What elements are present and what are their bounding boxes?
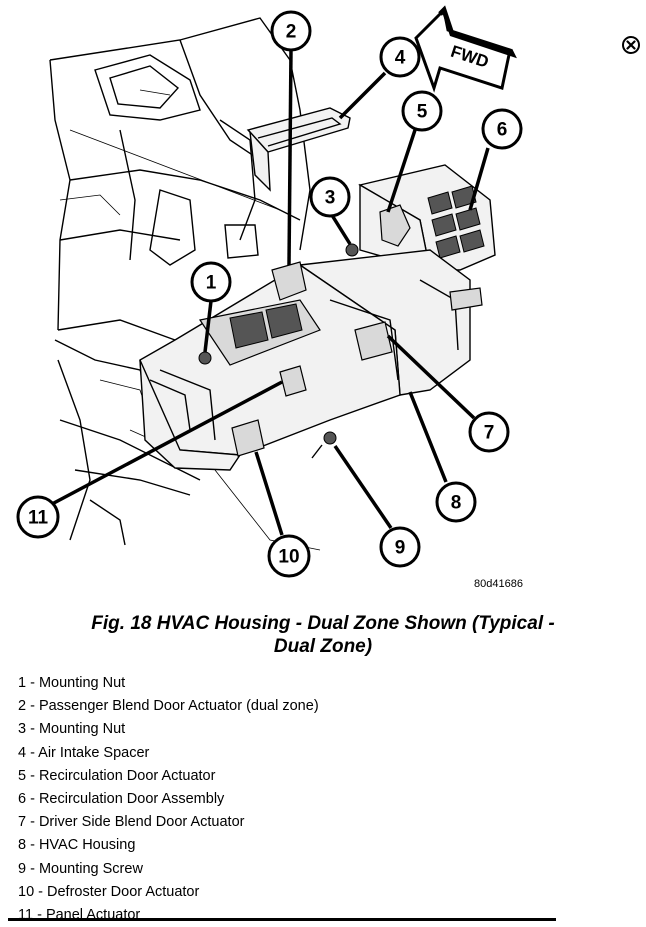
defroster-door-actuator — [231, 419, 265, 457]
close-circle-icon[interactable] — [621, 35, 641, 55]
callout-6: 6 — [481, 108, 523, 150]
caption-line-1: Fig. 18 HVAC Housing - Dual Zone Shown (… — [91, 613, 555, 634]
legend-item: 11 - Panel Actuator — [18, 907, 141, 924]
mounting-nut-1 — [198, 351, 212, 365]
legend-item: 9 - Mounting Screw — [18, 860, 143, 877]
svg-text:5: 5 — [417, 102, 428, 123]
legend-item: 2 - Passenger Blend Door Actuator (dual … — [18, 698, 319, 715]
panel-actuator — [279, 365, 307, 397]
callout-8: 8 — [435, 481, 477, 523]
legend-item: 7 - Driver Side Blend Door Actuator — [18, 814, 245, 831]
svg-text:6: 6 — [497, 120, 508, 141]
callout-2: 2 — [270, 10, 312, 52]
mounting-nut-3 — [345, 243, 359, 257]
callout-5: 5 — [401, 90, 443, 132]
bottom-rule — [8, 918, 556, 921]
callout-11: 11 — [16, 495, 60, 539]
svg-text:2: 2 — [286, 22, 297, 43]
svg-text:1: 1 — [206, 273, 217, 294]
figure-caption: Fig. 18 HVAC Housing - Dual Zone Shown (… — [0, 612, 646, 658]
parts-legend: 1 - Mounting Nut 2 - Passenger Blend Doo… — [18, 672, 319, 927]
legend-item: 1 - Mounting Nut — [18, 675, 126, 691]
forward-direction-arrow: FWD — [414, 5, 517, 93]
svg-text:11: 11 — [28, 508, 49, 529]
svg-text:4: 4 — [395, 48, 406, 69]
air-intake-spacer — [246, 107, 351, 192]
legend-item: 5 - Recirculation Door Actuator — [18, 767, 216, 784]
figure-code: 80d41686 — [474, 578, 523, 590]
caption-line-2: Dual Zone) — [273, 636, 373, 657]
legend-item: 6 - Recirculation Door Assembly — [18, 791, 225, 808]
mounting-screw — [311, 431, 337, 459]
legend-item: 4 - Air Intake Spacer — [18, 744, 150, 761]
legend-item: 3 - Mounting Nut — [18, 721, 126, 738]
callout-4: 4 — [379, 36, 421, 78]
callout-10: 10 — [267, 534, 311, 578]
svg-text:9: 9 — [395, 538, 406, 559]
svg-text:10: 10 — [278, 547, 299, 568]
callout-9: 9 — [379, 526, 421, 568]
svg-text:7: 7 — [484, 423, 495, 444]
leader-lines — [51, 49, 490, 536]
callout-7: 7 — [468, 411, 510, 453]
hvac-housing-diagram: FWD 1 2 3 4 5 6 7 8 9 10 11 80d41686 — [16, 5, 523, 590]
legend-item: 8 - HVAC Housing — [18, 837, 136, 854]
driver-side-blend-door-actuator — [354, 321, 393, 361]
callout-3: 3 — [309, 176, 351, 218]
callout-1: 1 — [190, 261, 232, 303]
svg-text:3: 3 — [325, 188, 336, 209]
svg-text:8: 8 — [451, 493, 462, 514]
legend-item: 10 - Defroster Door Actuator — [18, 883, 200, 900]
